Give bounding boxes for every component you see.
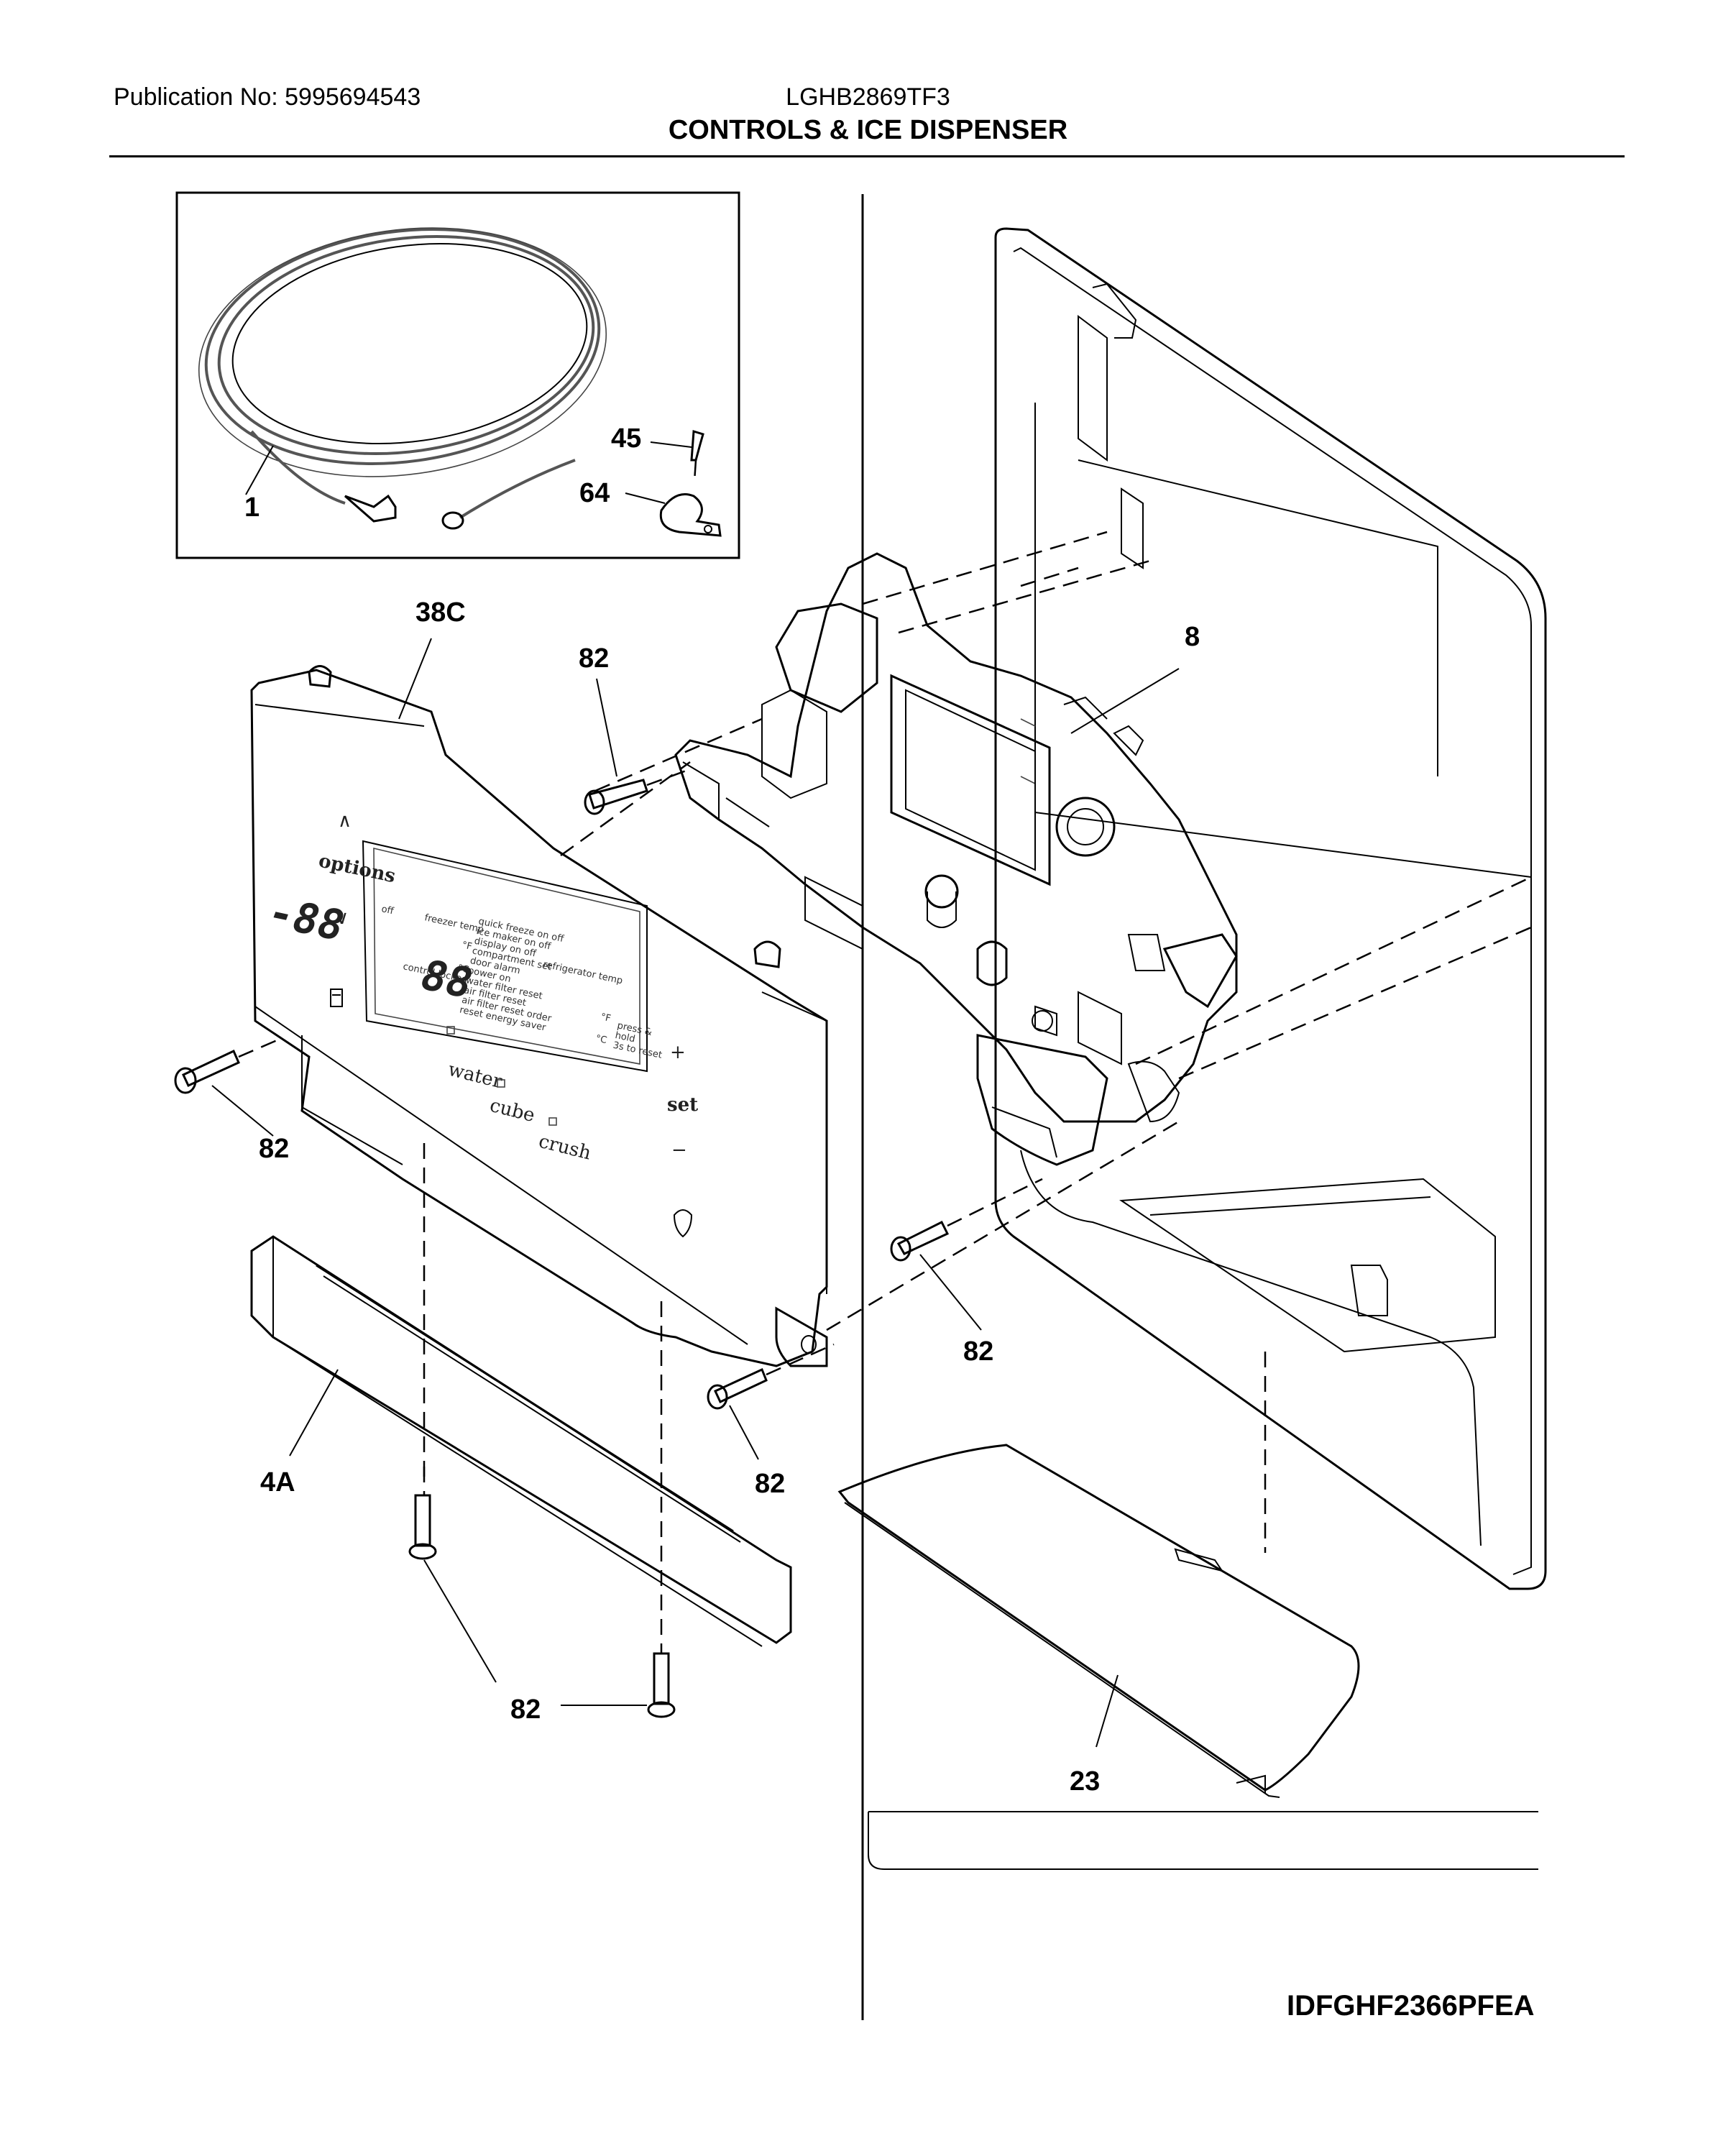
alignment-screw-top: [594, 717, 763, 792]
panel-set-label: set: [667, 1094, 698, 1116]
dispenser-housing: [674, 552, 1238, 1166]
panel-options-label: options: [317, 850, 398, 888]
callout-82-mid: 82: [755, 1469, 785, 1499]
screw-82-top: [584, 768, 691, 815]
callout-82-right: 82: [963, 1336, 993, 1367]
callout-1: 1: [244, 492, 260, 523]
page-header: Publication No: 5995694543 LGHB2869TF3 C…: [0, 0, 1736, 158]
control-panel-38c: [250, 665, 828, 1367]
alignment-lines-housing: [862, 531, 1532, 1080]
callout-38c: 38C: [415, 597, 466, 628]
panel-menu-list: quick freeze on off ice maker on off dis…: [459, 916, 565, 1033]
leader-1: [245, 445, 274, 495]
water-tube-coil: [198, 227, 607, 530]
cube-indicator: [497, 1079, 505, 1088]
screw-82-bottom-left: [408, 1494, 437, 1560]
screw-82-bottom-right: [647, 1652, 676, 1718]
clamp-64: [659, 493, 722, 537]
panel-up-arrow: ∧: [338, 810, 352, 832]
callout-82-bottom: 82: [510, 1694, 541, 1725]
callout-4a: 4A: [260, 1467, 295, 1498]
panel-indicator-text: hold: [614, 1030, 636, 1045]
leader-lines: [211, 638, 1119, 1748]
panel-down-arrow: ∨: [335, 907, 349, 929]
panel-freezer-deg-c: °C: [456, 963, 469, 976]
panel-freezer-digits: -88: [261, 888, 352, 950]
panel-fridge-deg-f: °F: [600, 1012, 612, 1024]
light-icon: [673, 1209, 693, 1238]
callout-82-left: 82: [259, 1134, 289, 1164]
callout-82-top: 82: [579, 643, 609, 674]
trim-piece-4a: [250, 1235, 792, 1647]
leader-45: [650, 441, 692, 448]
lock-icon: [330, 989, 343, 1007]
screw-45: [690, 430, 704, 482]
door-lower-panel: [868, 1812, 1538, 1870]
panel-off-label: off: [380, 904, 395, 917]
panel-fridge-deg-c: °C: [594, 1033, 607, 1046]
panel-freezer-deg-f: °F: [461, 940, 473, 953]
crush-indicator: [548, 1117, 557, 1126]
leader-64: [625, 492, 666, 504]
callout-64: 64: [579, 478, 610, 508]
header-rule: [109, 155, 1625, 157]
panel-water-label: water: [446, 1059, 505, 1093]
trim-alignment: [423, 1143, 663, 1654]
drip-tray-23: [837, 1444, 1360, 1798]
panel-cube-label: cube: [487, 1095, 537, 1127]
model-number: LGHB2869TF3: [786, 83, 950, 111]
panel-refrigerator-temp-label: refrigerator temp: [542, 959, 623, 986]
water-indicator: [446, 1026, 455, 1035]
callout-8: 8: [1185, 622, 1200, 652]
section-title: CONTROLS & ICE DISPENSER: [668, 115, 1068, 145]
panel-plus: +: [670, 1042, 686, 1063]
inset-box: [175, 191, 740, 559]
screw-82-right: [890, 1178, 1043, 1262]
dispenser-cavity-liner: [994, 227, 1547, 1590]
callout-45: 45: [611, 423, 641, 454]
alignment-panel-lower: [826, 1120, 1180, 1331]
publication-number: Publication No: 5995694543: [114, 83, 421, 111]
panel-text-group: ∧ options ∨ freezer temp off -88 °F °C c…: [261, 810, 698, 1238]
panel-indicator-text: 3s to reset: [612, 1040, 663, 1061]
leader-8: [1070, 668, 1180, 734]
callout-23: 23: [1070, 1766, 1100, 1797]
panel-minus: −: [671, 1139, 687, 1161]
screw-82-mid: [707, 1343, 835, 1410]
diagram-id: IDFGHF2366PFEA: [1287, 1990, 1535, 2022]
alignment-panel-housing: [560, 761, 691, 857]
panel-crush-label: crush: [536, 1131, 593, 1165]
screw-82-left: [174, 1037, 281, 1094]
